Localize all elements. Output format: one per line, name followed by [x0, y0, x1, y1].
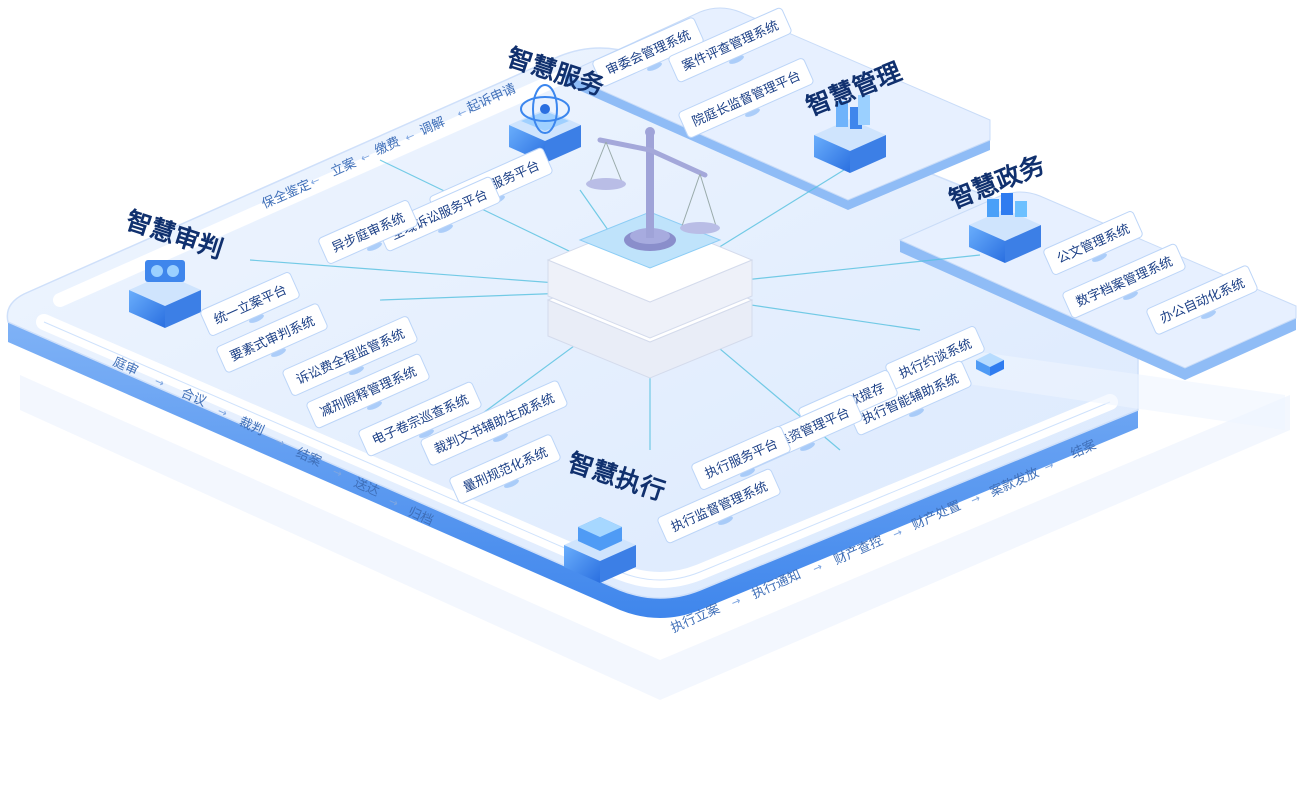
flow-arrow-icon: →: [729, 594, 743, 610]
main-platform-edge: [8, 322, 1138, 618]
central-pedestal: [546, 211, 754, 379]
flow-arrow-icon: →: [969, 491, 983, 507]
justice-scale-icon: [586, 127, 720, 251]
government-building-icon: [969, 193, 1041, 263]
small-cube-icon: [976, 353, 1004, 376]
trial-building-icon: [129, 260, 201, 328]
execution-building-icon: [564, 517, 636, 583]
flow-arrow-icon: →: [891, 525, 905, 541]
flow-arrow-icon: →: [811, 560, 825, 576]
management-building-icon: [814, 95, 886, 173]
